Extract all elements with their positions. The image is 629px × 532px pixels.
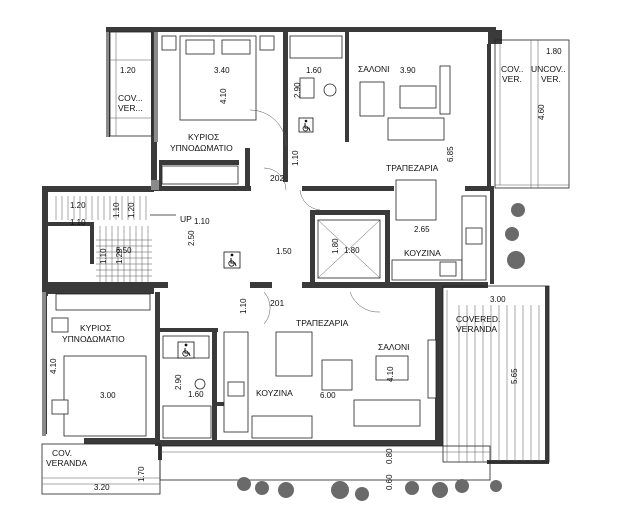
bathtub-top [289,35,343,59]
room-labels: ΣΑΛΟΝΙ ΤΡΑΠΕΖΑΡΙΑ ΚΟΥΖΙΝΑ ΚΥΡΙΟΣ ΥΠΝΟΔΩΜ… [46,64,566,468]
dim-label: 4.10 [386,366,395,382]
label-cov-veranda-bl-1: COV. [52,448,72,458]
dimension-labels: 1.20 3.40 1.60 3.90 1.80 2.90 4.10 4.60 … [49,47,562,492]
dim-label: 2.90 [174,374,183,390]
label-cov-ver-tl-2: VER... [118,103,143,113]
hatched-walls [42,32,159,436]
label-unit-201: 201 [270,298,284,308]
dim-label: 1.80 [331,238,340,254]
dim-label: 2.65 [414,225,430,234]
dining-table-top [395,179,437,221]
dim-label: 3.00 [490,295,506,304]
dim-label: 5.50 [116,246,132,255]
label-dining-bot: ΤΡΑΠΕΖΑΡΙΑ [296,318,349,328]
label-uncov-ver-2: VER. [541,74,561,84]
label-bedroom-top-2: ΥΠΝΟΔΩΜΑΤΙΟ [170,143,233,153]
dim-label: 2.90 [293,82,302,98]
dim-label: 0.80 [385,448,394,464]
dim-label: 5.65 [510,368,519,384]
sofa-top [387,117,445,141]
dim-label: 1.80 [344,246,360,255]
label-dining-top: ΤΡΑΠΕΖΑΡΙΑ [386,163,439,173]
dim-label: 1.70 [137,466,146,482]
wheelchair-icon [223,251,241,269]
dim-label: 6.85 [446,146,455,162]
wheelchair-icon [177,341,195,359]
label-cov-ver-tr-1: COV.. [501,64,523,74]
dining-table-bottom [275,331,313,377]
label-unit-202: 202 [270,173,284,183]
label-cov-ver-tl-1: COV... [118,93,143,103]
door-swings [249,109,381,325]
top-left-veranda [109,31,153,137]
dim-label: 1.20 [115,248,124,264]
label-bedroom-bot-1: ΚΥΡΙΟΣ [80,323,111,333]
bed-bottom [63,355,147,437]
dim-label: 1.60 [188,390,204,399]
dim-label: 2.50 [187,230,196,246]
label-cov-ver-tr-2: VER. [502,74,522,84]
dim-label: 3.90 [400,66,416,75]
label-salon-top: ΣΑΛΟΝΙ [358,64,390,74]
sofa-bottom [353,399,421,427]
dim-label: 1.60 [306,66,322,75]
dim-label: 1.20 [120,66,136,75]
label-kitchen-bot: ΚΟΥΖΙΝΑ [256,388,293,398]
dim-label: 1.10 [99,248,108,264]
staircase [55,196,176,282]
dim-label: 0.60 [385,474,394,490]
dim-label: 4.10 [219,88,228,104]
dim-label: 4.60 [537,104,546,120]
dim-label: 3.00 [100,391,116,400]
label-kitchen-top: ΚΟΥΖΙΝΑ [404,248,441,258]
dim-label: 1.20 [70,201,86,210]
wheelchair-icon [298,117,314,133]
top-right-verandas [494,39,570,189]
dim-label: 3.20 [94,483,110,492]
label-cov-veranda-bl-2: VERANDA [46,458,87,468]
furniture-top [161,35,487,281]
covered-veranda-right [442,285,550,463]
dim-label: 3.40 [214,66,230,75]
dim-label: 1.10 [239,298,248,314]
dim-label: 1.20 [127,202,136,218]
label-up: UP [180,214,192,224]
label-bedroom-bot-2: ΥΠΝΟΔΩΜΑΤΙΟ [62,334,125,344]
dim-label: 1.50 [276,247,292,256]
bottom-veranda [41,443,491,495]
dim-label: 1.10 [70,218,86,227]
shaft [317,219,381,279]
dim-label: 1.10 [194,217,210,226]
dim-label: 1.10 [112,202,121,218]
label-salon-bot: ΣΑΛΟΝΙ [378,342,410,352]
dim-label: 1.10 [291,150,300,166]
label-uncov-ver-1: UNCOV.. [531,64,566,74]
dim-label: 6.00 [320,391,336,400]
label-covered-veranda-1: COVERED. [456,314,500,324]
label-bedroom-top-1: ΚΥΡΙΟΣ [188,132,219,142]
armchair [359,81,385,117]
furniture-bottom [51,293,437,439]
label-covered-veranda-2: VERANDA [456,324,497,334]
dim-label: 1.80 [546,47,562,56]
dim-label: 4.10 [49,358,58,374]
plants [237,203,525,501]
